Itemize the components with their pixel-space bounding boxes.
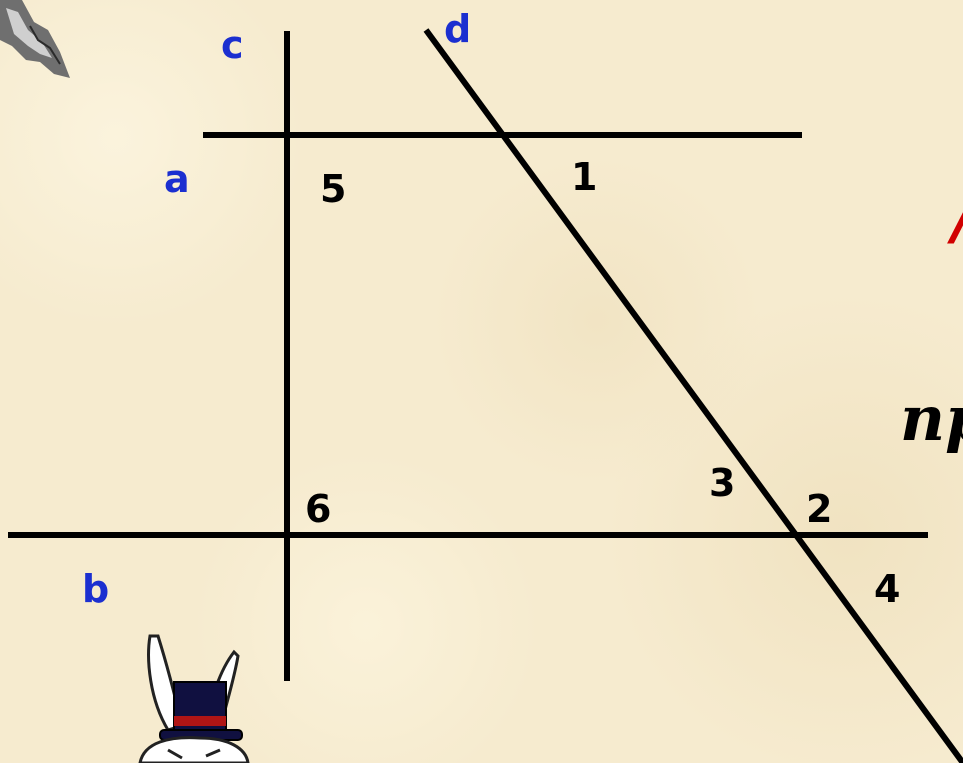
clipart-top-left	[0, 0, 70, 78]
label-angle-2: 2	[806, 487, 832, 531]
label-angle-5: 5	[320, 167, 346, 211]
label-line-c: c	[221, 23, 244, 67]
rabbit-clipart	[138, 634, 250, 763]
label-line-a: a	[164, 157, 190, 201]
edge-red-text-fragment: /	[947, 180, 963, 253]
label-angle-3: 3	[709, 461, 735, 505]
line-d	[423, 28, 963, 763]
label-line-d: d	[444, 7, 471, 51]
label-angle-4: 4	[874, 567, 900, 611]
edge-italic-text: пр	[900, 382, 963, 455]
label-angle-6: 6	[305, 487, 331, 531]
label-line-b: b	[82, 567, 109, 611]
label-angle-1: 1	[571, 155, 597, 199]
